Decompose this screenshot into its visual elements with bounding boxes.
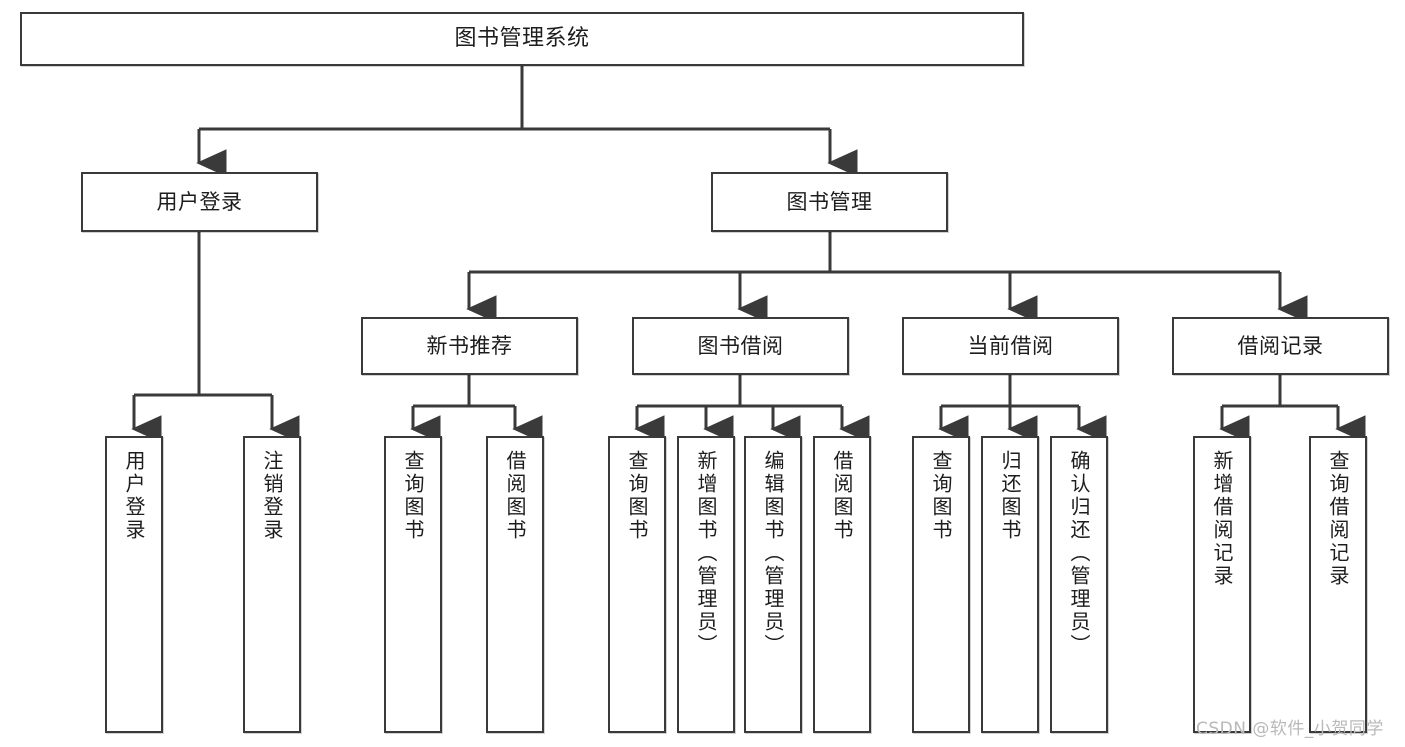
csdn-watermark: CSDN @软件_小贺同学 (1196, 719, 1384, 739)
leaf-recommend-borrow-book-label: 借阅图书 (503, 450, 527, 542)
leaf-user-logout-label: 注销登录 (260, 450, 284, 542)
node-current-borrow[interactable]: 当前借阅 (902, 317, 1119, 375)
leaf-user-login[interactable]: 用户登录 (105, 436, 163, 733)
leaf-current-query-book-label: 查询图书 (929, 450, 953, 542)
leaf-current-query-book[interactable]: 查询图书 (912, 436, 970, 733)
leaf-current-return-book[interactable]: 归还图书 (981, 436, 1039, 733)
node-book-management-label: 图书管理 (786, 189, 873, 214)
leaf-current-confirm-return[interactable]: 确认归还（管理员） (1050, 436, 1108, 733)
node-current-borrow-label: 当前借阅 (967, 333, 1054, 358)
node-book-management[interactable]: 图书管理 (711, 172, 948, 232)
leaf-borrow-query-book[interactable]: 查询图书 (608, 436, 666, 733)
leaf-record-add-label: 新增借阅记录 (1210, 450, 1234, 588)
leaf-borrow-query-book-label: 查询图书 (625, 450, 649, 542)
leaf-borrow-add-book-label: 新增图书（管理员） (694, 450, 718, 657)
leaf-record-query-label: 查询借阅记录 (1326, 450, 1350, 588)
node-user-login-label: 用户登录 (156, 189, 243, 214)
node-root[interactable]: 图书管理系统 (20, 12, 1024, 66)
leaf-borrow-edit-book[interactable]: 编辑图书（管理员） (744, 436, 802, 733)
node-borrow-record-label: 借阅记录 (1237, 333, 1324, 358)
node-borrow-record[interactable]: 借阅记录 (1172, 317, 1389, 375)
leaf-user-logout[interactable]: 注销登录 (243, 436, 301, 733)
node-user-login[interactable]: 用户登录 (81, 172, 318, 232)
node-new-book-recommend-label: 新书推荐 (426, 333, 513, 358)
leaf-borrow-borrow-book[interactable]: 借阅图书 (813, 436, 871, 733)
node-book-borrow-label: 图书借阅 (697, 333, 784, 358)
node-new-book-recommend[interactable]: 新书推荐 (361, 317, 578, 375)
node-root-label: 图书管理系统 (454, 26, 590, 52)
node-book-borrow[interactable]: 图书借阅 (632, 317, 849, 375)
leaf-current-return-book-label: 归还图书 (998, 450, 1022, 542)
leaf-recommend-query-book[interactable]: 查询图书 (384, 436, 442, 733)
leaf-recommend-query-book-label: 查询图书 (401, 450, 425, 542)
leaf-borrow-edit-book-label: 编辑图书（管理员） (761, 450, 785, 657)
leaf-recommend-borrow-book[interactable]: 借阅图书 (486, 436, 544, 733)
leaf-borrow-borrow-book-label: 借阅图书 (830, 450, 854, 542)
leaf-current-confirm-return-label: 确认归还（管理员） (1067, 450, 1091, 657)
leaf-user-login-label: 用户登录 (122, 450, 146, 542)
leaf-borrow-add-book[interactable]: 新增图书（管理员） (677, 436, 735, 733)
leaf-record-add[interactable]: 新增借阅记录 (1193, 436, 1251, 733)
leaf-record-query[interactable]: 查询借阅记录 (1309, 436, 1367, 733)
